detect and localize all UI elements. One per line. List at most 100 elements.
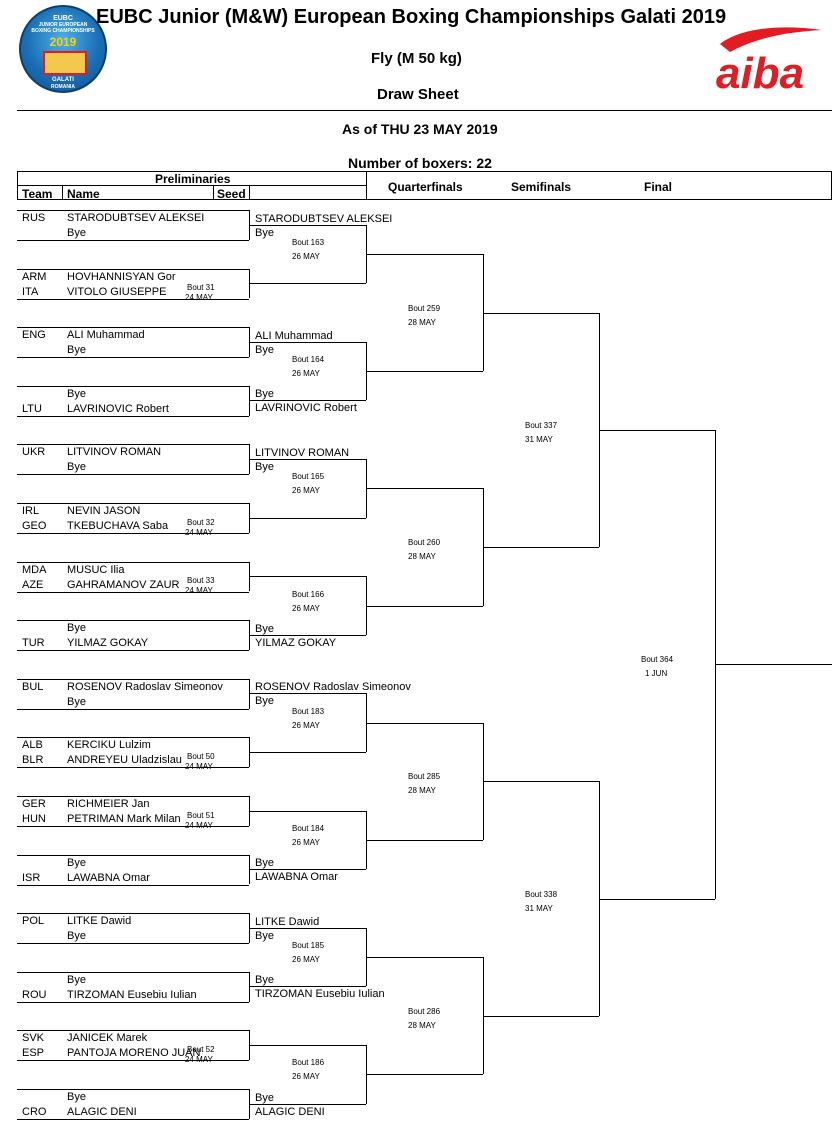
r2-bout-date: 26 MAY: [292, 955, 320, 965]
entry-team: GEO: [22, 519, 47, 532]
bracket-line: [483, 253, 484, 372]
aiba-logo: aiba: [716, 27, 822, 98]
prelim-bout-number: Bout 31: [187, 283, 215, 293]
bracket-line: [17, 971, 249, 973]
entry-name: PANTOJA MORENO JUAN: [67, 1047, 201, 1060]
bracket-line: [17, 884, 249, 886]
bracket-line: [249, 1103, 366, 1105]
logo-year: 2019: [49, 35, 77, 49]
bracket-line: [249, 810, 366, 812]
r2-winner-top: ALI Muhammad: [255, 329, 333, 342]
bracket-line: [483, 312, 599, 314]
entry-team: CRO: [22, 1105, 47, 1118]
bracket-line: [17, 503, 249, 504]
bracket-line: [366, 605, 483, 607]
bracket-line: [17, 298, 249, 300]
prelim-bout-date: 24 MAY: [185, 820, 213, 830]
entry-name: TKEBUCHAVA Saba: [67, 519, 169, 532]
prelim-bout-date: 24 MAY: [185, 762, 213, 772]
bracket-line: [249, 283, 366, 285]
bracket-line: [366, 1074, 483, 1076]
entry-team: BLR: [22, 754, 44, 767]
bracket-line: [17, 825, 249, 827]
bracket-line: [366, 488, 483, 490]
entry-name: ALAGIC DENI: [67, 1105, 137, 1118]
entry-team: TUR: [22, 637, 45, 650]
bracket-line: [249, 927, 366, 929]
entry-name: PETRIMAN Mark Milan: [67, 812, 181, 825]
r2-winner-bottom: YILMAZ GOKAY: [255, 636, 337, 649]
r2-bye-bottom: Bye: [255, 857, 274, 870]
entry-team: MDA: [22, 563, 47, 576]
entry-team: AZE: [22, 578, 44, 591]
col-preliminaries: Preliminaries: [155, 172, 231, 186]
entry-name: LAVRINOVIC Robert: [67, 402, 169, 415]
qf-bout-number: Bout 259: [408, 303, 441, 313]
col-name: Name: [67, 187, 100, 201]
entry-team: POL: [22, 915, 45, 928]
entry-team: ESP: [22, 1047, 45, 1060]
entry-team: IRL: [22, 505, 40, 517]
r2-bout-date: 26 MAY: [292, 486, 320, 496]
prelim-bout-number: Bout 50: [187, 752, 215, 762]
prelim-bout-number: Bout 52: [187, 1045, 215, 1055]
prelim-bout-date: 24 MAY: [185, 293, 213, 303]
r2-bye-top: Bye: [255, 695, 274, 708]
entry-name: VITOLO GIUSEPPE: [67, 285, 167, 298]
bracket-line: [17, 532, 249, 534]
logo-country: ROMANIA: [51, 84, 75, 90]
qf-bout-date: 28 MAY: [408, 551, 436, 561]
entry-name: STARODUBTSEV ALEKSEI: [67, 212, 205, 224]
r2-bye-bottom: Bye: [255, 622, 274, 635]
entry-name: MUSUC Ilia: [67, 563, 125, 576]
r2-bye-bottom: Bye: [255, 1091, 274, 1104]
bracket-line: [17, 678, 249, 680]
logo-line3: BOXING CHAMPIONSHIPS: [31, 28, 95, 34]
r2-bout-number: Bout 164: [292, 355, 325, 365]
bracket-line: [599, 781, 600, 1016]
prelim-bout-date: 24 MAY: [185, 586, 213, 596]
number-of-boxers: Number of boxers: 22: [348, 155, 492, 171]
entry-name: Bye: [67, 856, 86, 869]
r2-bout-date: 26 MAY: [292, 369, 320, 379]
final-bout-number: Bout 364: [641, 655, 674, 665]
bracket-line: [249, 517, 366, 519]
bracket-line: [249, 693, 366, 695]
entry-team: GER: [22, 798, 46, 810]
sf-bout-date: 31 MAY: [525, 434, 553, 444]
entry-name: ALI Muhammad: [67, 329, 145, 342]
entry-team: BUL: [22, 680, 44, 693]
r2-bout-number: Bout 183: [292, 706, 325, 716]
bracket-line: [715, 664, 832, 666]
entry-name: RICHMEIER Jan: [67, 798, 150, 810]
bracket-line: [366, 253, 483, 255]
qf-bout-number: Bout 260: [408, 537, 441, 547]
r2-bye-top: Bye: [255, 929, 274, 942]
entry-name: Bye: [67, 695, 86, 708]
r2-bout-number: Bout 184: [292, 823, 325, 833]
aiba-swoosh-icon: [720, 27, 822, 52]
logo-line1: EUBC: [53, 15, 73, 22]
col-seed: Seed: [217, 187, 246, 201]
bracket-line: [483, 957, 484, 1075]
r2-bye-top: Bye: [255, 343, 274, 356]
r2-bye-top: Bye: [255, 226, 274, 239]
r2-bout-date: 26 MAY: [292, 720, 320, 730]
bracket-line: [17, 767, 249, 769]
bracket-line: [599, 429, 715, 431]
sheet-type: Draw Sheet: [377, 86, 459, 103]
entry-name: JANICEK Marek: [67, 1032, 148, 1045]
bracket-line: [17, 620, 249, 622]
bracket-line: [17, 357, 249, 359]
bracket-line: [483, 781, 599, 783]
prelim-bout-date: 24 MAY: [185, 527, 213, 537]
bracket-line: [249, 752, 366, 754]
bracket-line: [17, 1030, 249, 1032]
entry-team: ROU: [22, 988, 47, 1001]
bracket-line: [366, 839, 483, 841]
qf-bout-number: Bout 286: [408, 1006, 441, 1016]
bracket-line: [17, 737, 249, 739]
bracket-line: [17, 650, 249, 652]
entry-name: HOVHANNISYAN Gor: [67, 270, 176, 283]
eubc-logo: EUBC JUNIOR EUROPEAN BOXING CHAMPIONSHIP…: [19, 5, 107, 93]
